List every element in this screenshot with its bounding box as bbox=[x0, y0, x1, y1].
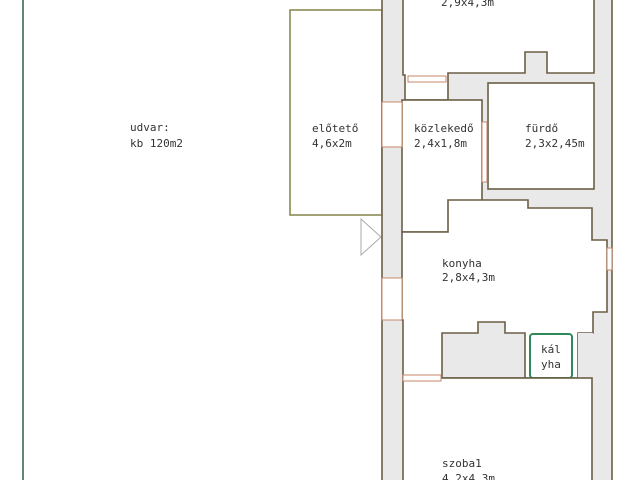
room1-name: szoba1 bbox=[442, 457, 482, 470]
kitchen-name: konyha bbox=[442, 257, 482, 270]
corridor-size: 2,4x1,8m bbox=[414, 137, 467, 150]
bathroom-room bbox=[487, 82, 595, 190]
corridor-name: közlekedő bbox=[414, 122, 474, 135]
door[interactable] bbox=[407, 75, 447, 83]
bathroom-size: 2,3x2,45m bbox=[525, 137, 585, 150]
stove-block bbox=[441, 321, 526, 379]
stove-label-line1: kál bbox=[541, 343, 561, 356]
entrance-arrow-icon bbox=[360, 217, 382, 257]
room1 bbox=[402, 377, 593, 480]
kitchen-size: 2,8x4,3m bbox=[442, 271, 495, 284]
yard-name: udvar: bbox=[130, 121, 170, 134]
bathroom-name: fürdő bbox=[525, 122, 558, 135]
door[interactable] bbox=[481, 121, 488, 183]
canopy-outline bbox=[289, 9, 383, 216]
tile-stove bbox=[529, 333, 573, 379]
stove-label-line2: yha bbox=[541, 358, 561, 371]
canopy-size: 4,6x2m bbox=[312, 137, 352, 150]
top-room bbox=[402, 0, 595, 101]
top-room-size: 2,9x4,3m bbox=[441, 0, 494, 9]
yard-size: kb 120m2 bbox=[130, 137, 183, 150]
window bbox=[381, 277, 403, 321]
door[interactable] bbox=[402, 374, 442, 382]
room1-size: 4,2x4,3m bbox=[442, 472, 495, 480]
window bbox=[381, 101, 403, 148]
canopy-name: előtető bbox=[312, 122, 358, 135]
window bbox=[606, 247, 613, 271]
